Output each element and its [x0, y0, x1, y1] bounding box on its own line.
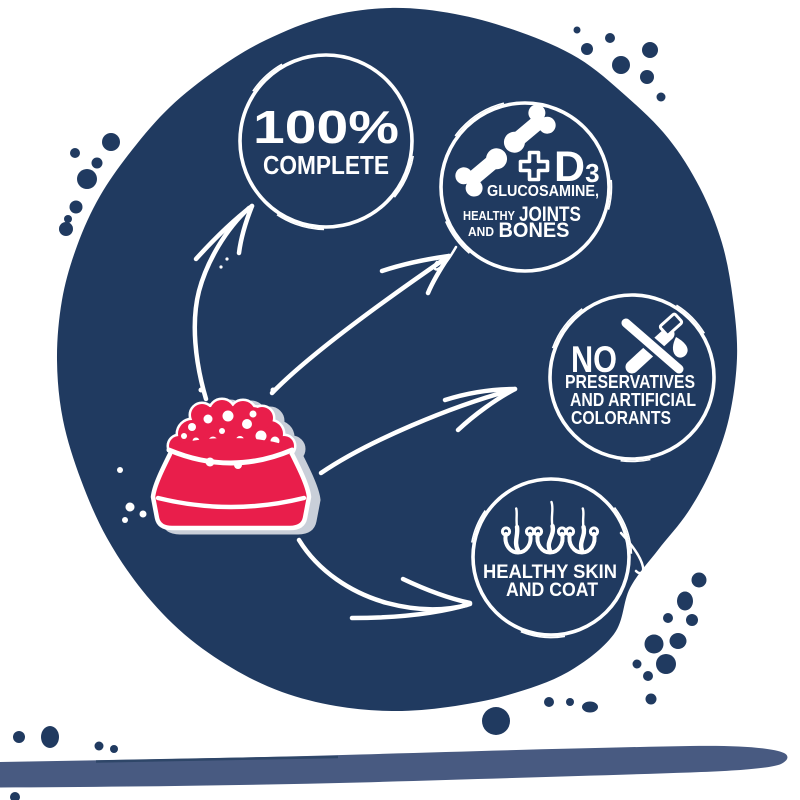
arrow-to-complete — [192, 203, 255, 402]
joints-word: JOINTS — [519, 203, 581, 226]
kibble-dots — [181, 410, 280, 446]
dot — [219, 265, 223, 269]
badge-100-complete: 100% COMPLETE — [236, 51, 416, 231]
arrows — [192, 203, 518, 621]
dot — [70, 148, 80, 158]
dot — [41, 726, 59, 748]
and-word: AND — [468, 224, 494, 239]
dot — [205, 457, 215, 467]
decorative-navy-dots — [10, 26, 707, 800]
dot — [225, 257, 229, 261]
dot — [270, 387, 276, 393]
bowl-base-line — [155, 495, 307, 510]
skin-line1: HEALTHY SKIN — [483, 562, 617, 583]
dot — [91, 157, 103, 169]
medical-cross-icon — [518, 150, 550, 182]
dot — [10, 792, 20, 800]
no-line2: AND ARTIFICIAL — [570, 390, 696, 410]
dot — [198, 387, 204, 393]
dot — [122, 517, 128, 523]
bowl-body — [153, 454, 309, 528]
dot — [663, 613, 673, 623]
dot — [242, 419, 252, 429]
dot — [644, 634, 664, 654]
drop-icon — [672, 337, 688, 358]
dot — [222, 410, 234, 422]
dot — [77, 169, 97, 189]
dot — [582, 701, 598, 713]
dot — [110, 745, 118, 753]
bones-word: BONES — [499, 219, 570, 242]
dot — [64, 215, 72, 223]
percent-label: 100% — [253, 101, 399, 153]
healthy-word: HEALTHY — [463, 208, 515, 223]
dot — [234, 461, 242, 469]
dot — [117, 467, 123, 473]
dot — [69, 200, 83, 214]
dot — [255, 430, 267, 442]
dot — [203, 414, 213, 424]
dot — [612, 56, 630, 74]
dot — [139, 510, 147, 518]
badge-joints-ring — [437, 99, 613, 275]
dot — [677, 591, 693, 611]
hair-follicle-icon — [500, 500, 600, 555]
dot — [181, 433, 187, 439]
dot — [656, 654, 676, 674]
dot — [573, 26, 581, 34]
no-headline: NO — [571, 339, 617, 380]
dot — [249, 410, 257, 418]
dot — [566, 698, 574, 706]
bowl-body-outline — [150, 451, 312, 531]
bottom-brush-stroke — [0, 745, 788, 788]
badge-joints-bones: D3 GLUCOSAMINE, HEALTHY JOINTS AND BONES — [433, 99, 613, 275]
dot — [643, 671, 653, 681]
dot — [13, 731, 25, 743]
dot — [640, 70, 654, 84]
dot — [691, 572, 707, 588]
dot — [642, 42, 658, 58]
skin-line2: AND COAT — [506, 580, 598, 601]
bone-joint-icon — [455, 104, 556, 197]
badge-skin-coat: HEALTHY SKIN AND COAT — [469, 475, 645, 639]
badge-100-complete-ring — [236, 51, 416, 231]
dot — [125, 502, 135, 512]
complete-label: COMPLETE — [263, 152, 389, 180]
dot — [94, 741, 104, 751]
dot — [581, 43, 593, 55]
ring-tail — [619, 531, 645, 575]
dog-food-bowl — [150, 397, 321, 535]
dot — [669, 633, 687, 649]
dot — [188, 423, 196, 431]
arrow-to-skin-coat — [296, 537, 473, 621]
dot — [645, 693, 657, 705]
no-line1: PRESERVATIVES — [565, 372, 695, 392]
dot — [656, 92, 666, 102]
dot — [102, 133, 120, 151]
dot — [544, 697, 554, 707]
white-speckle-dots — [117, 257, 276, 523]
test-tube-crossed-icon — [618, 312, 688, 377]
bowl-band-dots — [205, 457, 242, 469]
glucosamine-label: GLUCOSAMINE, — [487, 183, 599, 200]
dot — [686, 614, 698, 626]
dot — [482, 707, 510, 735]
no-line3: COLORANTS — [571, 408, 671, 428]
bottom-brush-stroke-shade — [95, 755, 339, 763]
bowl-rim — [166, 447, 295, 466]
dot — [59, 222, 73, 236]
arrow-to-no-preservatives — [318, 386, 518, 476]
dot — [632, 659, 642, 669]
badge-no-ring — [546, 291, 718, 463]
d3-label: D3 — [554, 143, 600, 191]
dot — [219, 428, 225, 434]
dot — [605, 33, 615, 43]
badge-no-preservatives: NO PRESERVATIVES AND ARTIFICIAL COLORANT… — [546, 291, 718, 463]
ring-tail — [433, 245, 458, 271]
